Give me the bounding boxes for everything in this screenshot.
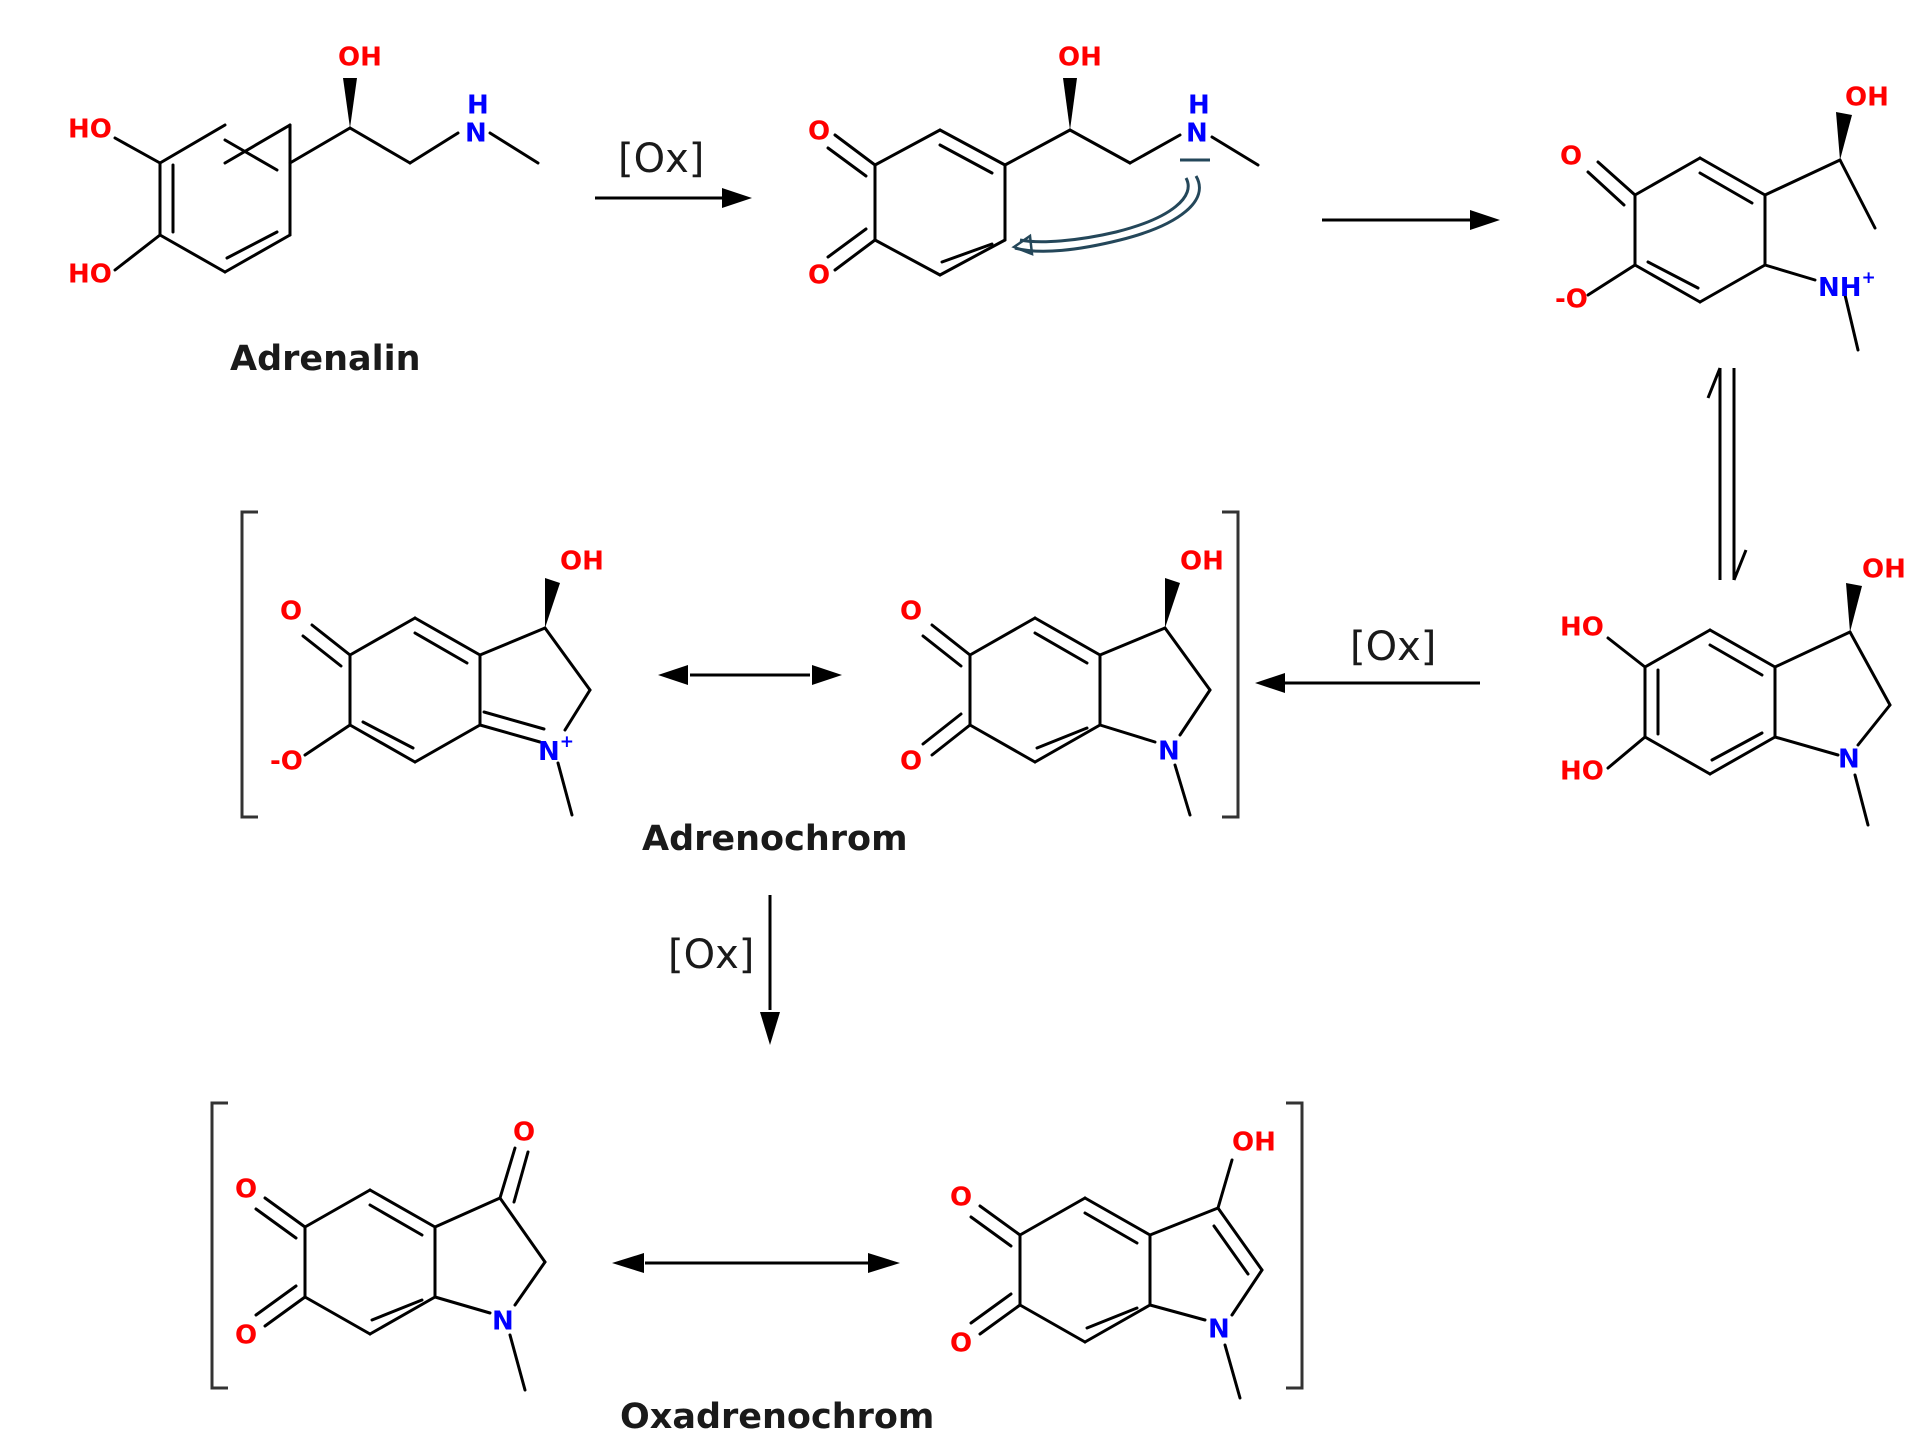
atom-n-label: N — [1838, 745, 1860, 775]
reagent-ox-3: [Ox] — [668, 932, 754, 978]
atom-ho-label: HO — [68, 260, 112, 290]
atom-o-minus-label: -O — [270, 747, 303, 777]
atom-o-label: O — [513, 1118, 535, 1148]
oxadrenochrom-label: Oxadrenochrom — [620, 1397, 934, 1437]
atom-n-label: N — [1158, 737, 1180, 767]
atom-o-label: O — [900, 747, 922, 777]
curly-arrow — [1014, 175, 1201, 253]
atom-h-label: H — [467, 91, 489, 121]
adrenochrom-label: Adrenochrom — [642, 819, 908, 859]
atom-o-label: O — [900, 597, 922, 627]
atom-o-label: O — [235, 1321, 257, 1351]
atom-ho-label: HO — [1560, 757, 1604, 787]
atom-o-label: O — [808, 117, 830, 147]
reaction-arrow-oxidation-1 — [595, 188, 752, 208]
molecule-leucoadrenochrome: OH HO HO N — [1560, 555, 1906, 827]
bracket-left-oxadrenochrom — [210, 1101, 228, 1390]
wedge-bond — [343, 78, 357, 128]
reagent-ox-1: [Ox] — [618, 136, 704, 182]
atom-oh-label: OH — [1180, 547, 1224, 577]
wedge-bond — [1836, 112, 1852, 160]
atom-o-label: O — [808, 261, 830, 291]
atom-oh-label: OH — [338, 43, 382, 73]
atom-o-label: O — [950, 1183, 972, 1213]
wedge-bond — [545, 578, 560, 628]
atom-oh-label: OH — [1058, 43, 1102, 73]
resonance-arrow-oxadrenochrom — [612, 1253, 900, 1273]
reaction-arrow-cyclization — [1322, 210, 1500, 230]
molecule-adrenaline-quinone: OH O O H N — [808, 43, 1260, 291]
equilibrium-arrow — [1706, 367, 1748, 581]
atom-o-label: O — [1560, 142, 1582, 172]
atom-o-label: O — [280, 597, 302, 627]
molecule-oxadrenochrom-enol: OH O O N — [950, 1128, 1276, 1400]
bracket-left-adrenochrom — [240, 510, 258, 819]
reaction-arrow-oxidation-3 — [760, 895, 780, 1045]
resonance-arrow-adrenochrom — [658, 665, 842, 685]
molecule-oxadrenochrom-keto: O O O N — [235, 1118, 547, 1392]
atom-oh-label: OH — [1232, 1128, 1276, 1158]
wedge-bond — [1063, 78, 1077, 130]
wedge-bond — [1165, 578, 1180, 628]
atom-nh-plus-label: NH+ — [1818, 268, 1876, 303]
molecule-adrenochrom-quinone: OH O O N — [900, 547, 1224, 817]
molecule-cyclized-intermediate: OH O -O NH+ — [1555, 83, 1889, 352]
atom-n-label: N — [1186, 119, 1208, 149]
reagent-ox-2: [Ox] — [1350, 624, 1436, 670]
atom-n-label: N — [465, 119, 487, 149]
bracket-right-oxadrenochrom — [1286, 1101, 1304, 1390]
atom-oh-label: OH — [1845, 83, 1889, 113]
atom-o-minus-label: -O — [1555, 285, 1588, 315]
atom-o-label: O — [950, 1329, 972, 1359]
atom-oh-label: OH — [1862, 555, 1906, 585]
atom-h-label: H — [1188, 91, 1210, 121]
atom-n-plus-label: N+ — [538, 732, 574, 767]
atom-n-label: N — [492, 1307, 514, 1337]
atom-oh-label: OH — [560, 547, 604, 577]
bracket-right-adrenochrom — [1222, 510, 1240, 819]
atom-ho-label: HO — [1560, 613, 1604, 643]
wedge-bond — [1846, 583, 1862, 632]
atom-o-label: O — [235, 1175, 257, 1205]
molecule-adrenochrom-zwitterion: OH O -O N+ — [270, 547, 604, 817]
reaction-arrow-oxidation-2 — [1255, 673, 1480, 693]
adrenalin-label: Adrenalin — [230, 339, 421, 379]
curly-arrow-head — [1011, 233, 1034, 256]
atom-ho-label: HO — [68, 115, 112, 145]
atom-n-label: N — [1208, 1315, 1230, 1345]
molecule-adrenalin: OH HO HO H N — [68, 43, 540, 290]
